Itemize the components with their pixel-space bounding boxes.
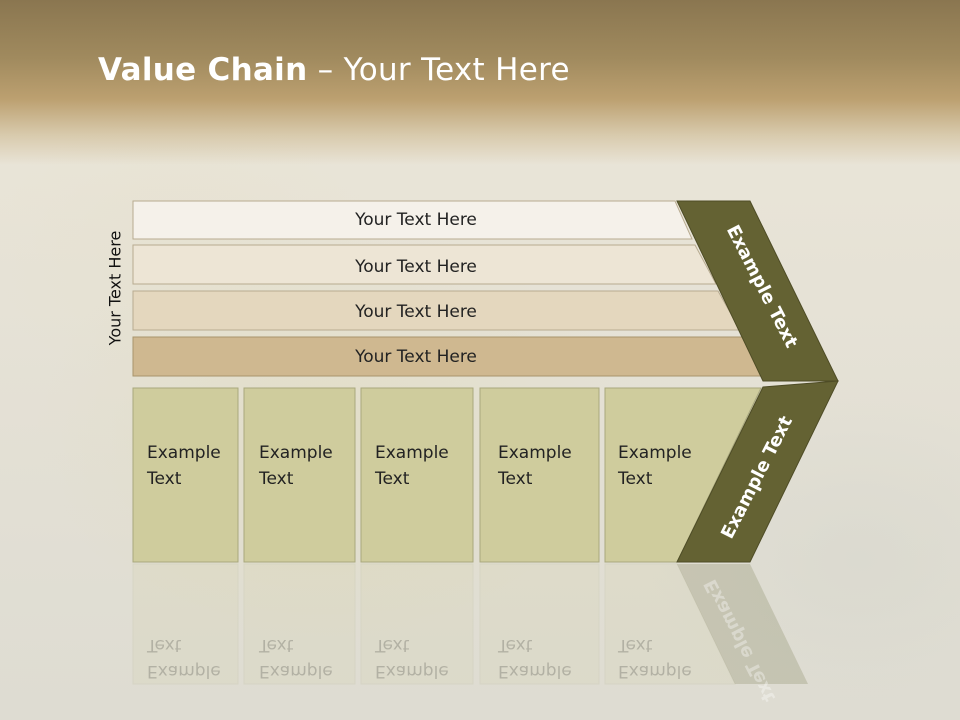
- bar-1: [132, 200, 693, 240]
- box-4-reflection-line1: Example: [498, 661, 572, 681]
- box-4-reflection-line2: Text: [498, 635, 533, 655]
- title-bold: Value Chain: [98, 52, 308, 88]
- box-5-reflection: Example Text: [618, 632, 692, 684]
- chevron-reflection: [677, 564, 808, 684]
- box-4-line2: Text: [498, 469, 533, 489]
- box-3: [360, 387, 474, 563]
- box-5-reflection-line1: Example: [618, 661, 692, 681]
- header-band: [0, 0, 960, 165]
- box-4-reflection: Example Text: [498, 632, 572, 684]
- chevron-lower: [676, 380, 839, 563]
- box-2: [243, 387, 356, 563]
- bar-1-label: Your Text Here: [354, 210, 477, 230]
- box-3-reflection: Example Text: [375, 632, 449, 684]
- box-2-reflection: Example Text: [259, 632, 333, 684]
- bar-4-label: Your Text Here: [354, 347, 477, 367]
- box-1-reflection-line1: Example: [147, 661, 221, 681]
- box-reflections: [132, 563, 736, 685]
- box-5-reflection-line2: Text: [618, 635, 653, 655]
- box-4: [479, 387, 600, 563]
- box-1-reflection-line2: Text: [147, 635, 182, 655]
- slide-title: Value Chain – Your Text Here: [98, 52, 570, 88]
- box-1-line1: Example: [147, 443, 221, 463]
- box-1-line2: Text: [147, 469, 182, 489]
- box-2-line1: Example: [259, 443, 333, 463]
- box-3-line1: Example: [375, 443, 449, 463]
- box-1-reflection: Example Text: [147, 632, 221, 684]
- box-3-reflection-line2: Text: [375, 635, 410, 655]
- bar-2-label: Your Text Here: [354, 257, 477, 277]
- box-5-line2: Text: [618, 469, 653, 489]
- box-3-line2: Text: [375, 469, 410, 489]
- box-2-line2: Text: [259, 469, 294, 489]
- bar-2: [132, 244, 717, 285]
- bar-3-label: Your Text Here: [354, 302, 477, 322]
- box-4-line1: Example: [498, 443, 572, 463]
- box-3-reflection-line1: Example: [375, 661, 449, 681]
- box-2-reflection-line2: Text: [259, 635, 294, 655]
- title-rest: – Your Text Here: [307, 52, 570, 88]
- box-2-reflection-line1: Example: [259, 661, 333, 681]
- box-1: [132, 387, 239, 563]
- box-5-line1: Example: [618, 443, 692, 463]
